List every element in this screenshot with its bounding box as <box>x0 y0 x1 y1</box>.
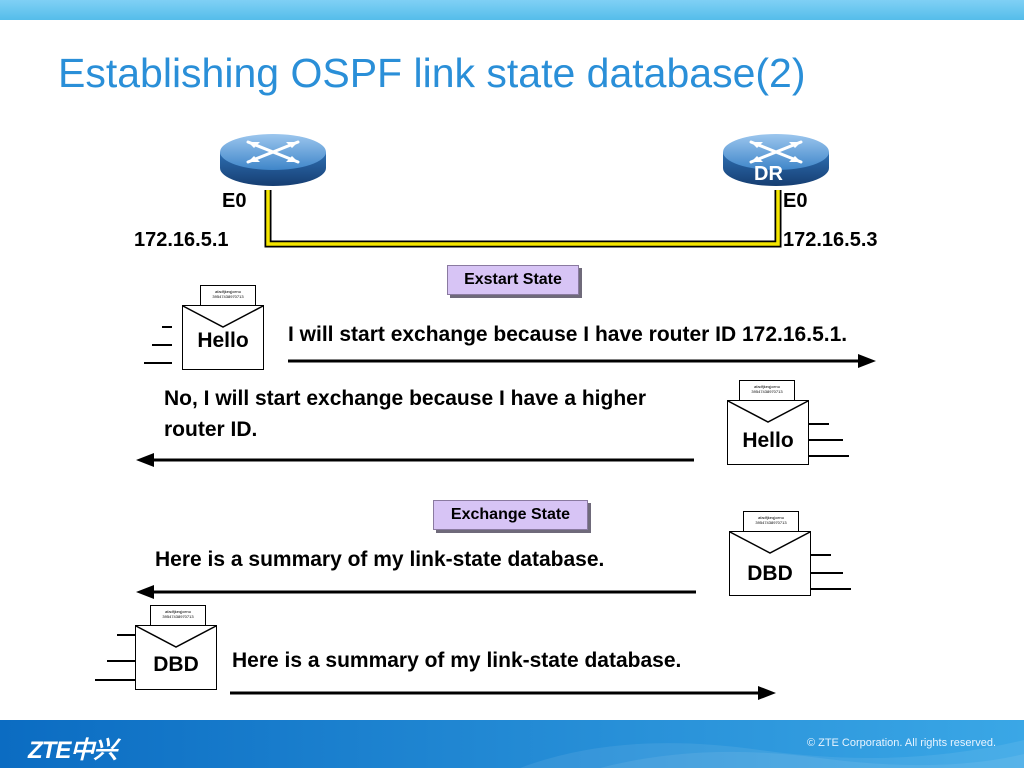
ethernet-link <box>264 190 782 248</box>
hello-label: Hello <box>197 329 249 352</box>
right-ip-label: 172.16.5.3 <box>783 229 878 251</box>
footer-bar: ZTE中兴 © ZTE Corporation. All rights rese… <box>0 720 1024 768</box>
motion-lines <box>144 326 172 364</box>
router-icon <box>723 134 829 186</box>
message-exstart-claim: I will start exchange because I have rou… <box>288 323 848 346</box>
message-summary-from-dr: Here is a summary of my link-state datab… <box>155 548 605 571</box>
ethernet-link-highlight <box>266 190 780 246</box>
message-summary-from-non-dr: Here is a summary of my link-state datab… <box>232 649 682 672</box>
envelope-icon <box>182 305 264 328</box>
motion-lines <box>809 423 849 457</box>
arrow-left-icon <box>136 453 694 467</box>
dbd-label: DBD <box>153 653 199 676</box>
arrow-right-icon <box>230 686 776 700</box>
router-icon <box>220 134 326 186</box>
hello-packet-envelope: afadfjkeqjoenu 39547438970713 Hello <box>144 285 264 377</box>
dr-label: DR <box>754 163 783 185</box>
page-title: Establishing OSPF link state database(2) <box>58 50 806 96</box>
left-interface-label: E0 <box>222 190 247 212</box>
exchange-state-box: Exchange State <box>433 500 588 530</box>
top-banner <box>0 0 1024 20</box>
envelope-icon <box>135 625 217 648</box>
envelope-icon <box>729 531 811 554</box>
left-ip-label: 172.16.5.1 <box>134 229 229 251</box>
copyright-text: © ZTE Corporation. All rights reserved. <box>806 737 996 749</box>
arrow-left-icon <box>136 585 696 599</box>
motion-lines <box>809 554 851 590</box>
dbd-packet-envelope: afadfjkeqjoenu 39547438970713 DBD <box>95 605 217 697</box>
hello-packet-envelope: afadfjkeqjoenu 39547438970713 Hello <box>727 380 849 472</box>
zte-logo: ZTE中兴 <box>28 737 117 764</box>
hello-label: Hello <box>742 429 794 452</box>
motion-lines <box>95 634 135 681</box>
exstart-state-box: Exstart State <box>447 265 579 295</box>
dbd-packet-envelope: afadfjkeqjoenu 39547438970713 DBD <box>729 511 851 603</box>
message-higher-router-id: No, I will start exchange because I have… <box>164 387 647 441</box>
right-interface-label: E0 <box>783 190 808 212</box>
envelope-icon <box>727 400 809 423</box>
dbd-label: DBD <box>747 562 793 585</box>
arrow-right-icon <box>288 354 876 368</box>
footer-waves <box>520 740 1024 768</box>
